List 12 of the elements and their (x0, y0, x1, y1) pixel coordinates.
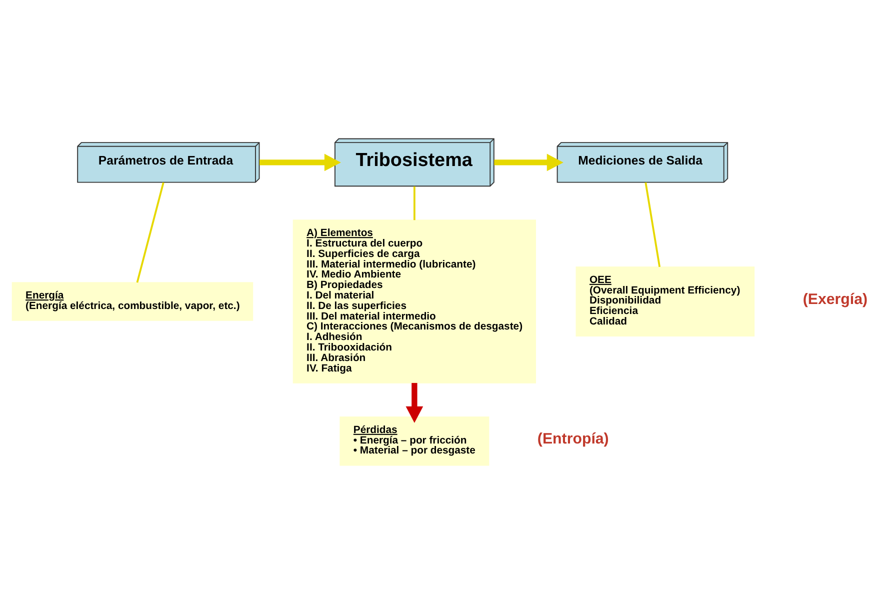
node-box: Energía (Energía eléctrica, combustible, vapor, etc.) (12, 282, 254, 321)
node-box: A) Elementos I. Estructura del cuerpo II. Superficies de carga III. Material intermedio (lubricante) IV. Medio Ambiente B) Propiedades I. Del material II. De las superficies III. Del material intermedio C) Interacciones (Mecanismos de desgaste) I. Adhesión II. Tribooxidación III. Abrasión IV. Fatiga (292, 220, 536, 384)
arrow (494, 154, 564, 172)
connector (413, 186, 416, 220)
node-label: (Entropía) (537, 430, 609, 448)
node-label: (Exergía) (802, 291, 868, 308)
arrow (406, 382, 424, 423)
connector (644, 182, 661, 268)
node-box: OEE (Overall Equipment Efficiency) Disponibilidad Eficiencia Calidad (576, 266, 755, 337)
connector (136, 182, 164, 283)
arrow (259, 154, 341, 172)
node-box: Pérdidas • Energía – por fricción • Material – por desgaste (340, 416, 490, 466)
